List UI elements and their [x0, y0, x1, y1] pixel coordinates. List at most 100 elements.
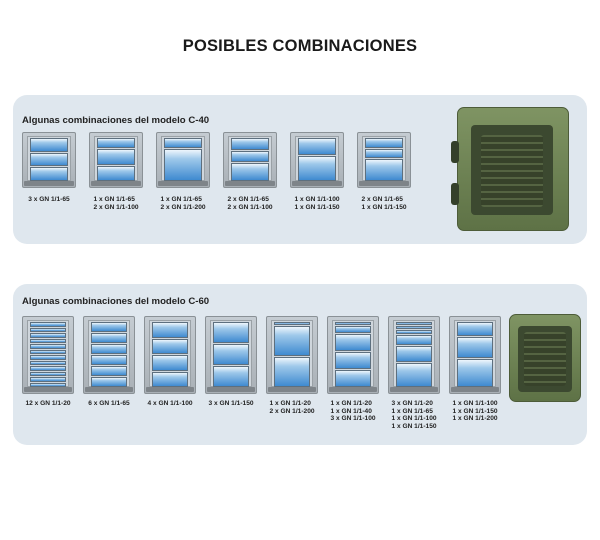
gastronorm-pan	[30, 333, 66, 338]
caption-line: 1 x GN 1/1-65	[93, 196, 135, 203]
gastronorm-pan	[396, 334, 432, 345]
caption-line: 3 x GN 1/1-100	[330, 415, 376, 423]
gastronorm-pan	[298, 155, 336, 181]
gastronorm-pan	[396, 326, 432, 330]
rack-diagram	[144, 316, 196, 394]
gastronorm-pan	[396, 330, 432, 334]
panel-model-c60: Algunas combinaciones del modelo C-60 12…	[13, 284, 587, 445]
gastronorm-pan	[30, 327, 66, 332]
caption-line: 2 x GN 1/1-65	[361, 196, 403, 203]
rack-diagram	[290, 132, 344, 188]
caption-line: 1 x GN 1/1-20	[269, 400, 311, 407]
gastronorm-pan	[91, 333, 127, 343]
container-c60-image	[506, 312, 584, 404]
caption-line: 1 x GN 1/1-100	[452, 400, 498, 407]
gastronorm-pan	[213, 322, 249, 343]
gastronorm-pan	[91, 366, 127, 376]
combination-item: 12 x GN 1/1-20	[22, 316, 74, 454]
gastronorm-pan	[152, 338, 188, 354]
gastronorm-pan	[91, 377, 127, 387]
page-title: POSIBLES COMBINACIONES	[182, 37, 418, 55]
panel-model-c40: Algunas combinaciones del modelo C-40 3 …	[13, 95, 587, 244]
caption-line: 1 x GN 1/1-65	[160, 196, 202, 203]
gastronorm-pan	[30, 338, 66, 343]
combination-caption: 4 x GN 1/1-100	[147, 400, 192, 408]
gastronorm-pan	[97, 149, 135, 165]
caption-line: 1 x GN 1/1-150	[391, 422, 437, 430]
rack-diagram	[449, 316, 501, 394]
caption-line: 2 x GN 1/1-65	[227, 196, 269, 203]
rack-diagram	[22, 132, 76, 188]
caption-line: 3 x GN 1/1-150	[208, 400, 254, 407]
gastronorm-pan	[396, 322, 432, 326]
gastronorm-pan	[30, 366, 66, 371]
caption-line: 2 x GN 1/1-100	[227, 203, 273, 211]
gastronorm-pan	[164, 138, 202, 149]
gastronorm-pan	[97, 165, 135, 181]
gastronorm-pan	[152, 322, 188, 338]
gastronorm-pan	[213, 366, 249, 387]
caption-line: 1 x GN 1/1-200	[452, 415, 498, 423]
gastronorm-pan	[213, 344, 249, 365]
rack-diagram	[223, 132, 277, 188]
caption-line: 1 x GN 1/1-40	[330, 407, 372, 415]
container-c40-image	[451, 103, 576, 235]
gastronorm-pan	[274, 326, 310, 356]
caption-line: 2 x GN 1/1-200	[160, 203, 206, 211]
gastronorm-pan	[30, 344, 66, 349]
gastronorm-pan	[91, 355, 127, 365]
gastronorm-pan	[365, 159, 403, 181]
gastronorm-pan	[91, 322, 127, 332]
gastronorm-pan	[30, 138, 68, 152]
caption-line: 6 x GN 1/1-65	[88, 400, 130, 407]
gastronorm-pan	[298, 138, 336, 155]
gastronorm-pan	[335, 352, 371, 370]
combination-caption: 3 x GN 1/1-150	[208, 400, 253, 408]
gastronorm-pan	[152, 371, 188, 387]
gastronorm-pan	[365, 138, 403, 148]
caption-line: 2 x GN 1/1-200	[269, 407, 315, 415]
rack-diagram	[22, 316, 74, 394]
gastronorm-pan	[457, 337, 493, 358]
rack-diagram	[357, 132, 411, 188]
gastronorm-pan	[335, 322, 371, 326]
gastronorm-pan	[30, 360, 66, 365]
gastronorm-pan	[274, 322, 310, 325]
combination-caption: 6 x GN 1/1-65	[88, 400, 129, 408]
caption-line: 1 x GN 1/1-100	[391, 415, 437, 423]
gastronorm-pan	[457, 322, 493, 336]
gastronorm-pan	[30, 322, 66, 327]
combination-item: 4 x GN 1/1-100	[144, 316, 196, 454]
combination-caption: 3 x GN 1/1-65	[28, 196, 69, 204]
gastronorm-pan	[30, 355, 66, 360]
gastronorm-pan	[231, 150, 269, 163]
gastronorm-pan	[231, 138, 269, 150]
caption-line: 1 x GN 1/1-20	[330, 400, 372, 407]
gastronorm-pan	[457, 359, 493, 387]
caption-line: 3 x GN 1/1-65	[28, 196, 70, 203]
gastronorm-pan	[335, 334, 371, 352]
rack-diagram	[388, 316, 440, 394]
gastronorm-pan	[30, 152, 68, 167]
gastronorm-pan	[396, 346, 432, 362]
rack-diagram	[266, 316, 318, 394]
caption-line: 1 x GN 1/1-150	[452, 407, 498, 415]
gastronorm-pan	[164, 149, 202, 181]
panel-title-c60: Algunas combinaciones del modelo C-60	[22, 296, 210, 307]
gastronorm-pan	[274, 357, 310, 387]
caption-line: 2 x GN 1/1-100	[93, 203, 139, 211]
